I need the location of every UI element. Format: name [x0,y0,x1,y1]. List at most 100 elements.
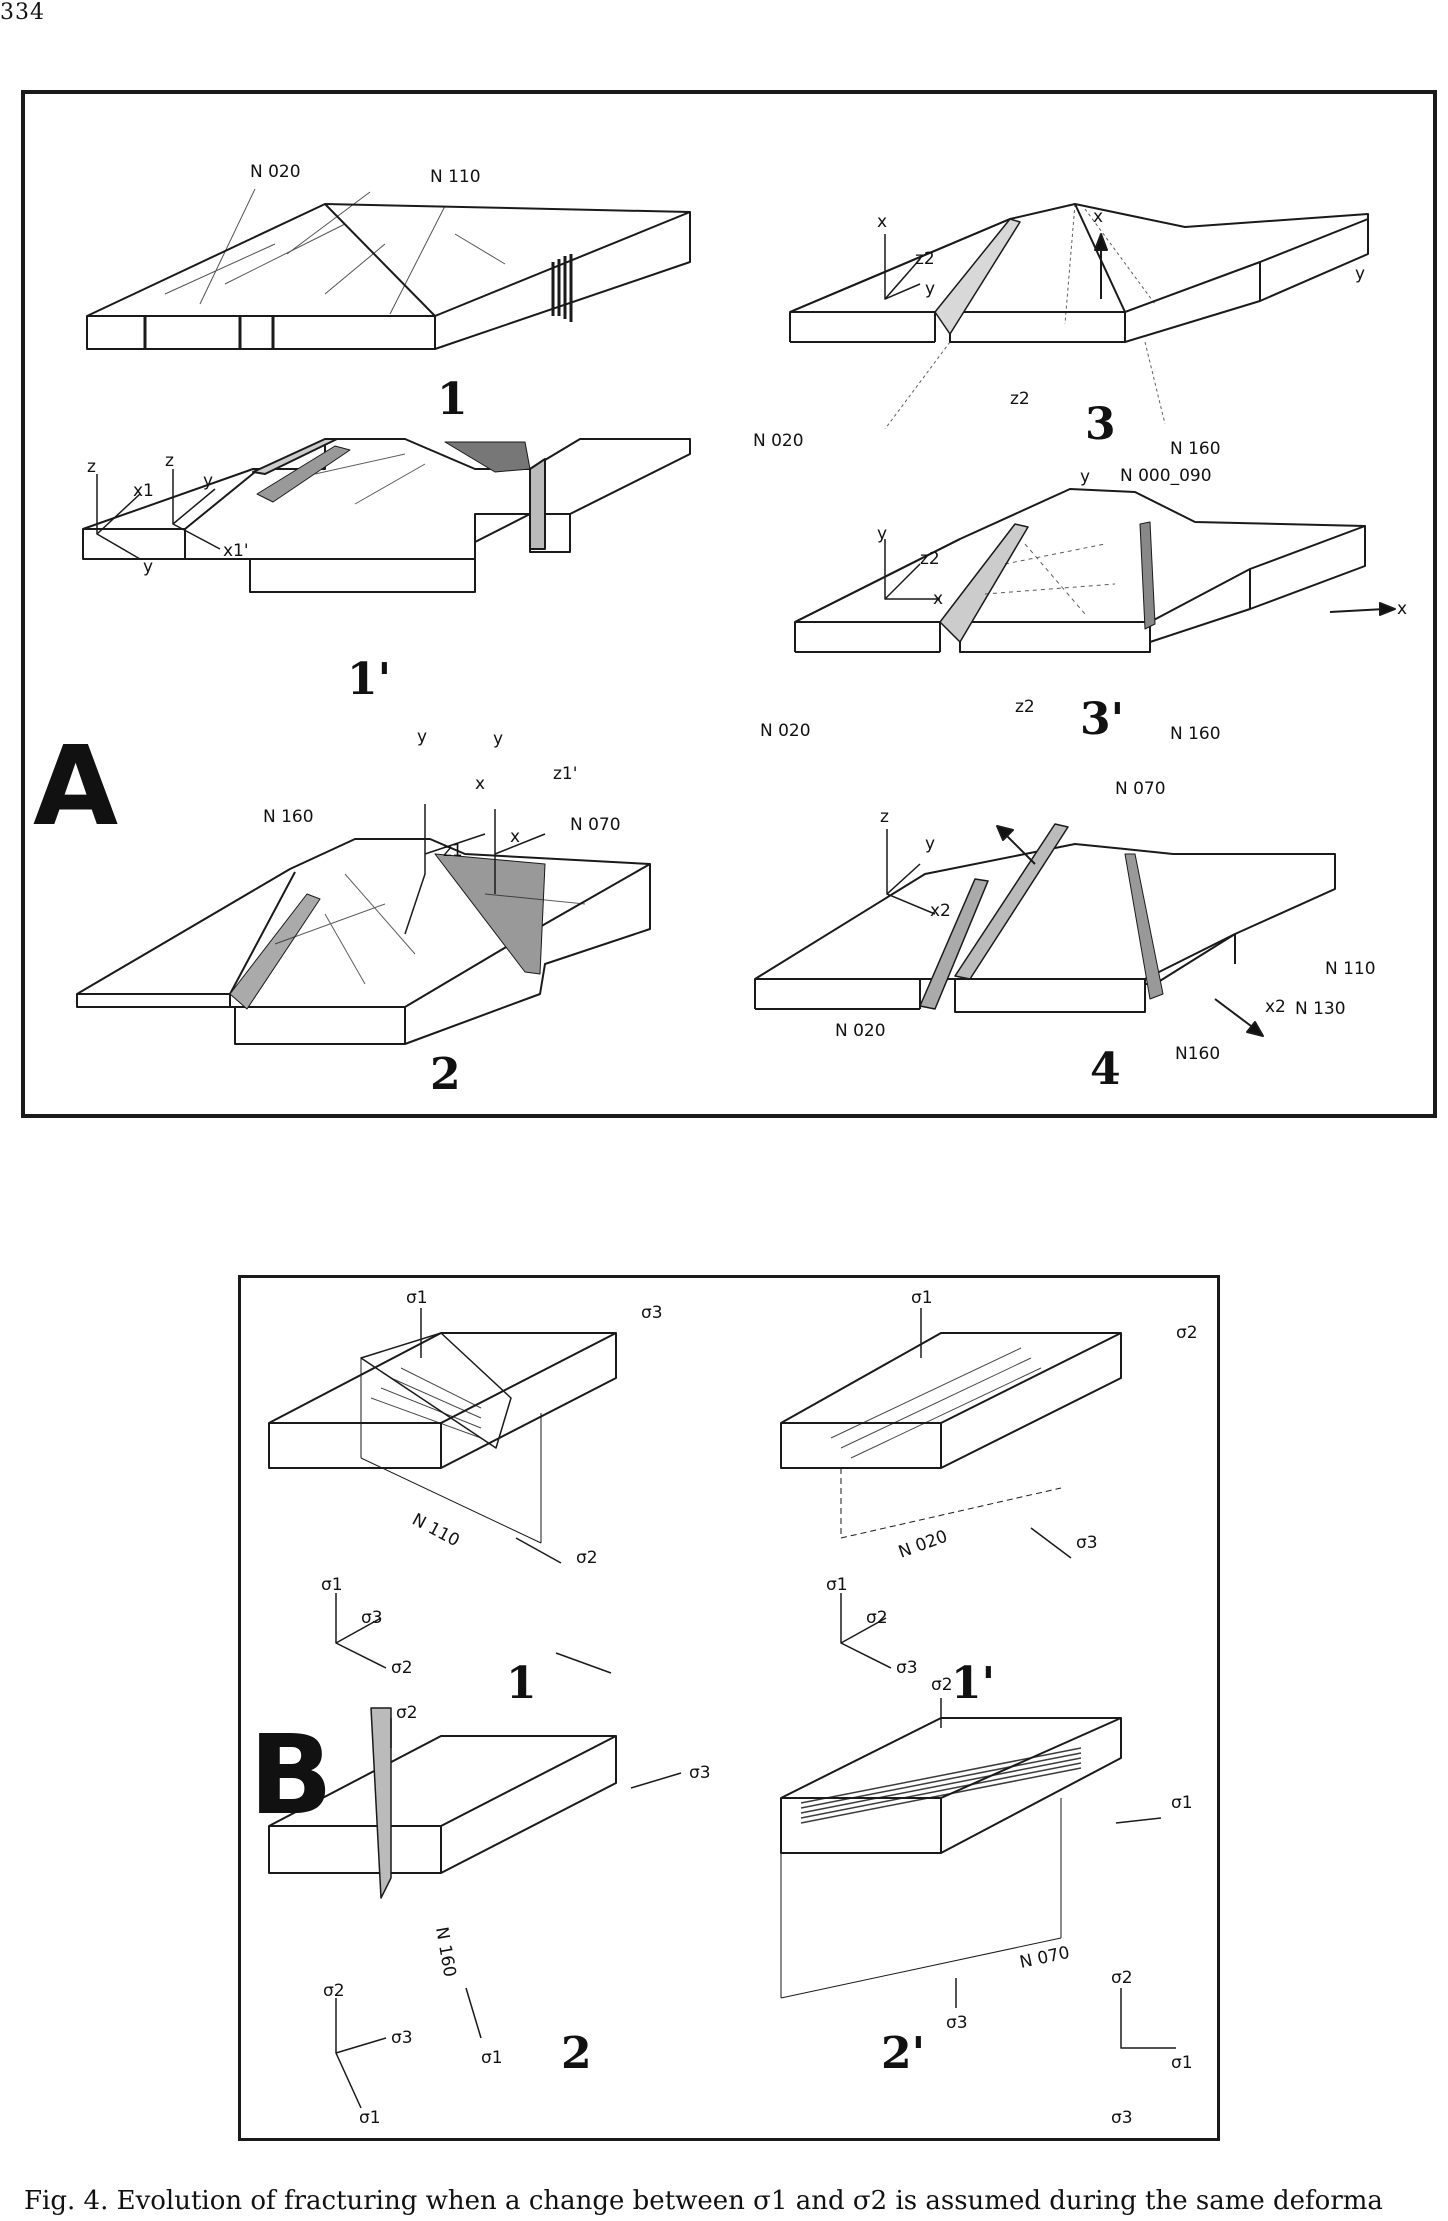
panel-letter-b: B [249,1711,333,1839]
axis-y: y [203,471,213,491]
axis-y-stage3prime: y [877,524,887,544]
label-n110-stage4: N 110 [1325,959,1376,979]
block-stage-4 [754,823,1336,1013]
axis-y-stage2-b: y [493,729,503,749]
b1-triad-sigma3: σ3 [361,1608,383,1628]
b1-sigma2: σ2 [576,1548,598,1568]
axis-y-stage4: y [925,834,935,854]
b2-sigma3-right: σ3 [689,1763,711,1783]
axis-x1-prime: x1' [223,541,249,561]
axis-x-right-stage3prime: x [1397,599,1407,619]
label-n020-stage1: N 020 [250,162,301,182]
axis-z-stage4: z [880,807,889,827]
b2p-triad-sigma3: σ3 [1111,2108,1133,2128]
b-stage-label-1prime: 1' [951,1658,995,1709]
label-n110-stage1: N 110 [430,167,481,187]
b2p-sigma1-right: σ1 [1171,1793,1193,1813]
label-n130-stage4: N 130 [1295,999,1346,1019]
axis-x-stage3prime: x [933,589,943,609]
label-n020-stage3: N 020 [753,431,804,451]
axis-x-stage2: x [475,774,485,794]
axis-z1: z1 [443,841,463,861]
panel-letter-a: A [33,722,118,850]
b1-sigma3-right: σ3 [641,1303,663,1323]
b1p-sigma1-top: σ1 [911,1288,933,1308]
b-stage-label-2prime: 2' [881,2028,925,2079]
axis-z-2: z [165,451,174,471]
b2-triad-sigma3: σ3 [391,2028,413,2048]
stage-label-3prime: 3' [1080,694,1124,745]
figure-caption: Fig. 4. Evolution of fracturing when a c… [24,2186,1383,2216]
axis-z2-center-stage3: z2 [1010,389,1030,409]
stage-label-2: 2 [430,1049,461,1100]
label-n000-090: N 000_090 [1120,466,1212,486]
label-n070-stage2: N 070 [570,815,621,835]
b1-triad-sigma2: σ2 [391,1658,413,1678]
axis-x-up-stage3: x [1093,207,1103,227]
panel-a-drawing: N 020 N 110 1 z x1 z y y x1' 1' N 160 N … [33,162,1407,1100]
label-n160-stage3: N 160 [1170,439,1221,459]
figure-panel-a: N 020 N 110 1 z x1 z y y x1' 1' N 160 N … [21,90,1437,1118]
label-n020-stage4: N 020 [835,1021,886,1041]
page-number: 334 [0,0,45,25]
panel-a-labels: N 020 N 110 1 z x1 z y y x1' 1' N 160 N … [33,162,1407,1100]
axis-y-right-stage3: y [1355,264,1365,284]
b1p-triad-sigma1: σ1 [826,1575,848,1595]
b1-sigma1-top: σ1 [406,1288,428,1308]
axis-z2-stage3prime: z2 [920,549,940,569]
b2p-triad-sigma2: σ2 [1111,1968,1133,1988]
axis-x1: x1 [133,481,154,501]
b2p-triad-sigma1: σ1 [1171,2053,1193,2073]
b1p-sigma2-right: σ2 [1176,1323,1198,1343]
b2-triad-sigma2: σ2 [323,1981,345,2001]
block-b-stage-1prime [780,1332,1122,1539]
axis-y-stage2: y [417,727,427,747]
label-n070-stage4: N 070 [1115,779,1166,799]
axis-x-stage2-b: x [510,827,520,847]
b1p-triad-sigma3: σ3 [896,1658,918,1678]
axes-triads-panel-a [96,234,940,935]
figure-panel-b: σ1 σ3 σ2 N 110 σ1 σ3 σ2 1 σ1 σ2 σ3 N 020… [238,1275,1220,2141]
axis-x-stage3: x [877,212,887,232]
axis-z1-prime: z1' [553,764,577,784]
label-n020-stage3prime: N 020 [760,721,811,741]
b-stage-label-1: 1 [506,1658,537,1709]
b1p-n020: N 020 [896,1527,950,1563]
b1-n110: N 110 [409,1510,463,1551]
axis-z: z [87,457,96,477]
b1p-triad-sigma2: σ2 [866,1608,888,1628]
label-n160-stage2: N 160 [263,807,314,827]
axis-x2-stage4: x2 [930,901,951,921]
block-b-stage-2 [268,1707,617,1899]
stress-axes-panel-b [335,1308,1176,2109]
block-stage-3prime [794,488,1366,653]
axis-y-2: y [143,557,153,577]
panel-b-drawing: σ1 σ3 σ2 N 110 σ1 σ3 σ2 1 σ1 σ2 σ3 N 020… [249,1288,1198,2128]
b1-triad-sigma1: σ1 [321,1575,343,1595]
stage-label-4: 4 [1090,1044,1121,1095]
label-n160-stage4: N160 [1175,1044,1220,1064]
block-stage-1prime [82,438,691,593]
stage-label-1prime: 1' [347,654,391,705]
axis-z2-stage3: z2 [915,249,935,269]
b2p-n070: N 070 [1018,1943,1072,1973]
block-stage-3 [789,203,1369,430]
b2-sigma1: σ1 [481,2048,503,2068]
stage-label-3: 3 [1085,399,1116,450]
b2p-sigma2-top: σ2 [931,1675,953,1695]
b1p-sigma3: σ3 [1076,1533,1098,1553]
b-stage-label-2: 2 [561,2028,592,2079]
b2-sigma2-top: σ2 [396,1703,418,1723]
axis-y-up-stage3prime: y [1080,467,1090,487]
axis-z2-center-stage3prime: z2 [1015,697,1035,717]
b2-triad-sigma1: σ1 [359,2108,381,2128]
label-n160-stage3prime: N 160 [1170,724,1221,744]
b2p-sigma3: σ3 [946,2013,968,2033]
stage-label-1: 1 [437,374,468,425]
block-stage-1 [86,188,691,350]
block-stage-2 [76,838,651,1045]
axis-x2-arrow-stage4: x2 [1265,997,1286,1017]
block-b-stage-2prime [780,1717,1122,1999]
b2-n160: N 160 [431,1925,459,1978]
block-b-stage-1 [268,1332,617,1544]
